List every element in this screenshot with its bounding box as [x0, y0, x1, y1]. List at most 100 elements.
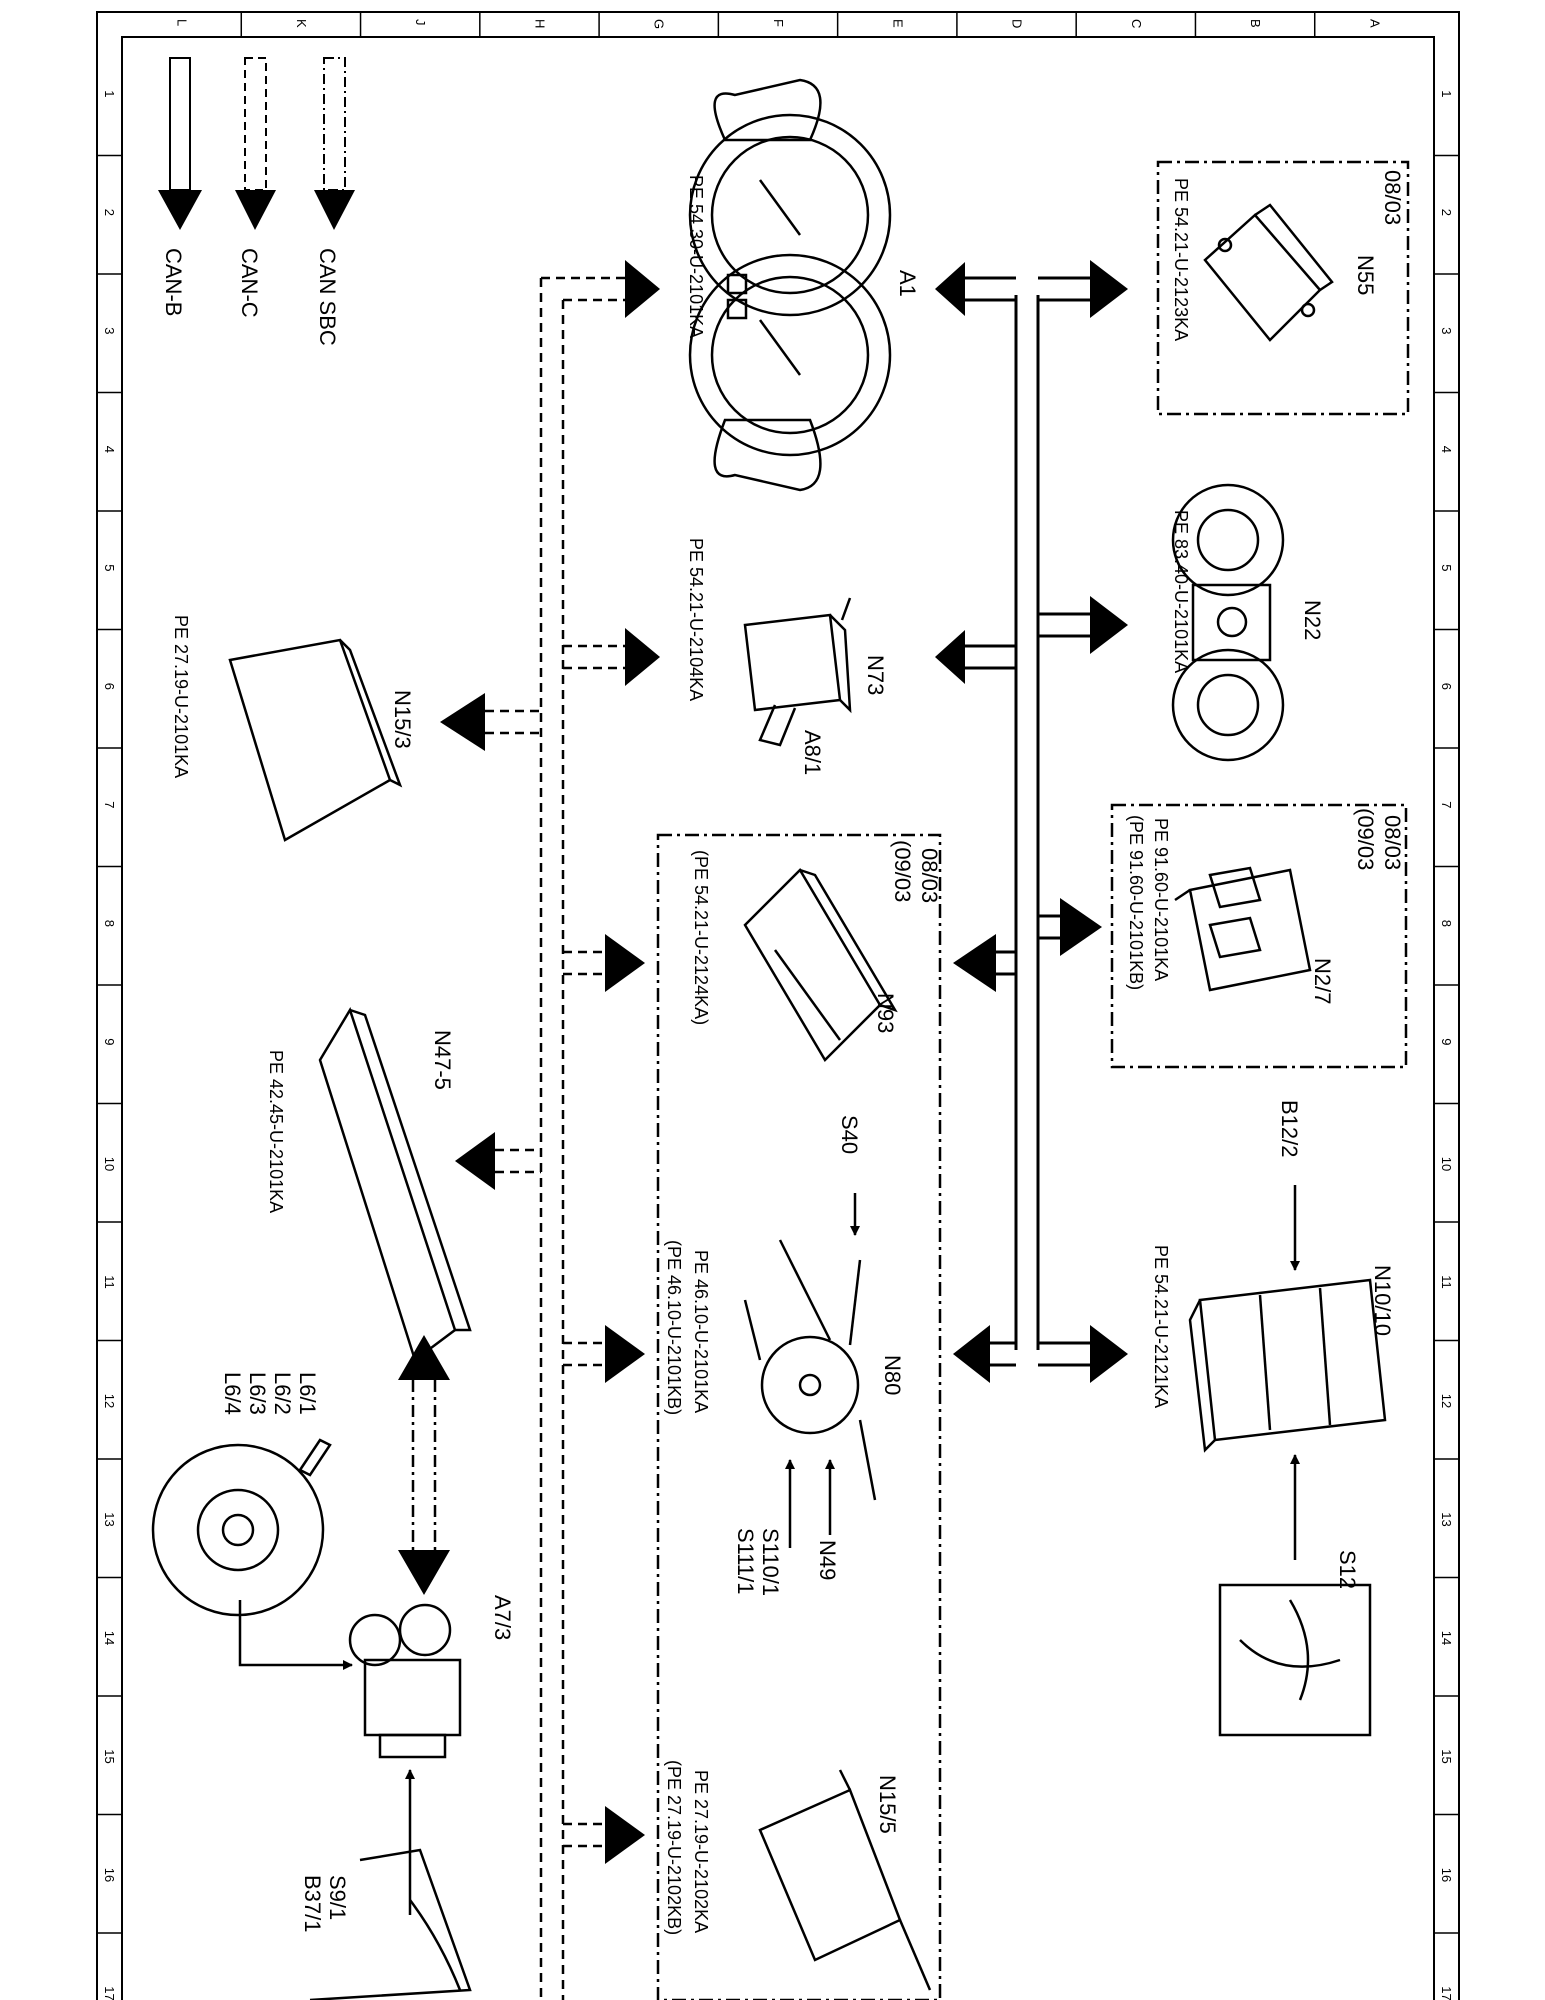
grid-number: 4	[1439, 446, 1454, 453]
l6-sensor-disc	[151, 1438, 332, 1617]
n47-5-label: N47-5	[430, 1030, 455, 1090]
grid-number: 11	[1439, 1275, 1454, 1289]
n80-switch	[743, 1239, 877, 1501]
grid-number: 16	[102, 1868, 117, 1882]
grid-letter: B	[1248, 19, 1263, 28]
n55-box	[1156, 160, 1410, 416]
s40-label: S40	[837, 1115, 862, 1154]
grid-number: 14	[1439, 1631, 1454, 1645]
grid-letter: F	[771, 19, 786, 27]
n15-3-label: N15/3	[390, 690, 415, 749]
n93-module	[743, 867, 898, 1063]
grid-number: 1	[1439, 90, 1454, 97]
a8-1-label: A8/1	[800, 730, 825, 775]
n10-10-ref: PE 54.21-U-2121KA	[1151, 1245, 1171, 1408]
n2-7-date2: (09/03	[1353, 808, 1378, 870]
grid-number: 2	[1439, 209, 1454, 216]
s9-1-pedal	[309, 1848, 472, 2000]
s111-1-label: S111/1	[733, 1528, 758, 1594]
can-b-bus	[960, 276, 1090, 1367]
n15-5-selector	[758, 1769, 932, 1991]
grid-number: 15	[102, 1749, 117, 1763]
grid-number: 9	[102, 1038, 117, 1045]
n73-switch	[743, 597, 852, 747]
n55-date: 08/03	[1380, 170, 1405, 225]
grid-number: 10	[1439, 1157, 1454, 1171]
n49-label: N49	[815, 1540, 840, 1580]
n15-5-ref2: (PE 27.19-U-2102KB)	[664, 1760, 684, 1935]
n22-module	[1171, 483, 1285, 762]
grid-number: 6	[1439, 683, 1454, 690]
legend-can-sbc: CAN SBC	[314, 57, 355, 346]
l6-3-label: L6/3	[245, 1372, 270, 1415]
n15-3-ref: PE 27.19-U-2101KA	[171, 615, 191, 778]
n73-label: N73	[863, 655, 888, 695]
legend-can-b-label: CAN-B	[161, 248, 186, 316]
l6-2-label: L6/2	[270, 1372, 295, 1415]
n55-label: N55	[1353, 255, 1378, 295]
n15-3-module	[228, 638, 403, 842]
legend-can-b: CAN-B	[158, 57, 202, 316]
a1-instrument-cluster	[688, 78, 892, 492]
grid-number: 13	[102, 1512, 117, 1526]
n2-7-box	[1110, 803, 1408, 1069]
grid-letter: A	[1367, 19, 1382, 28]
n22-label: N22	[1300, 600, 1325, 640]
l6-1-label: L6/1	[295, 1372, 320, 1415]
n2-7-module	[1174, 866, 1312, 992]
grid-number: 5	[1439, 564, 1454, 571]
n55-module	[1203, 203, 1334, 342]
grid-number: 5	[102, 564, 117, 571]
grid-letter: H	[532, 19, 547, 28]
grid-number: 8	[1439, 920, 1454, 927]
n93-ref: (PE 54.21-U-2124KA)	[691, 850, 711, 1025]
b37-1-label: B37/1	[300, 1875, 325, 1933]
n2-7-ref2: (PE 91.60-U-2101KB)	[1126, 815, 1146, 990]
legend-can-c: CAN-C	[235, 57, 276, 318]
s110-1-label: S110/1	[758, 1528, 783, 1596]
n93-date2: (09/03	[890, 840, 915, 902]
s12-label: S12	[1335, 1550, 1360, 1589]
n2-7-date1: 08/03	[1380, 815, 1405, 870]
s9-1-label: S9/1	[325, 1875, 350, 1920]
n22-ref: PE 83.40-U-2101KA	[1171, 510, 1191, 673]
can-sbc-link	[411, 1380, 437, 1550]
legend-can-sbc-label: CAN SBC	[315, 248, 340, 346]
n15-5-ref1: PE 27.19-U-2102KA	[691, 1770, 711, 1933]
legend-can-c-label: CAN-C	[237, 248, 262, 318]
outer-frame	[96, 11, 1460, 2000]
grid-number: 14	[102, 1631, 117, 1645]
grid-number: 2	[102, 209, 117, 216]
n80-label: N80	[880, 1355, 905, 1395]
grid-letter: E	[890, 19, 905, 28]
grid-number: 7	[102, 801, 117, 808]
grid-number: 1	[102, 90, 117, 97]
l6-4-label: L6/4	[220, 1372, 245, 1415]
grid-number: 10	[102, 1157, 117, 1171]
grid-number: 12	[1439, 1394, 1454, 1408]
legend: CAN SBC CAN-C CAN-B	[158, 57, 355, 346]
n55-ref: PE 54.21-U-2123KA	[1171, 178, 1191, 341]
s12-switch	[1218, 1583, 1372, 1737]
grid-number: 12	[102, 1394, 117, 1408]
a1-label: A1	[895, 270, 920, 297]
a7-3-unit	[238, 1600, 462, 1915]
n47-5-module	[318, 1007, 472, 1363]
grid-letter: J	[413, 19, 428, 26]
grid-letter: C	[1129, 19, 1144, 28]
grid-number: 15	[1439, 1749, 1454, 1763]
n15-5-label: N15/5	[875, 1775, 900, 1834]
n47-5-ref: PE 42.45-U-2101KA	[266, 1050, 286, 1213]
n73-ref: PE 54.21-U-2104KA	[686, 538, 706, 701]
b12-2-label: B12/2	[1277, 1100, 1302, 1158]
grid-number: 13	[1439, 1512, 1454, 1526]
grid-number: 3	[102, 327, 117, 334]
n80-ref2: (PE 46.10-U-2101KB)	[664, 1240, 684, 1415]
grid-letter: G	[652, 19, 667, 29]
can-c-bus	[485, 276, 625, 2000]
grid-number: 6	[102, 683, 117, 690]
